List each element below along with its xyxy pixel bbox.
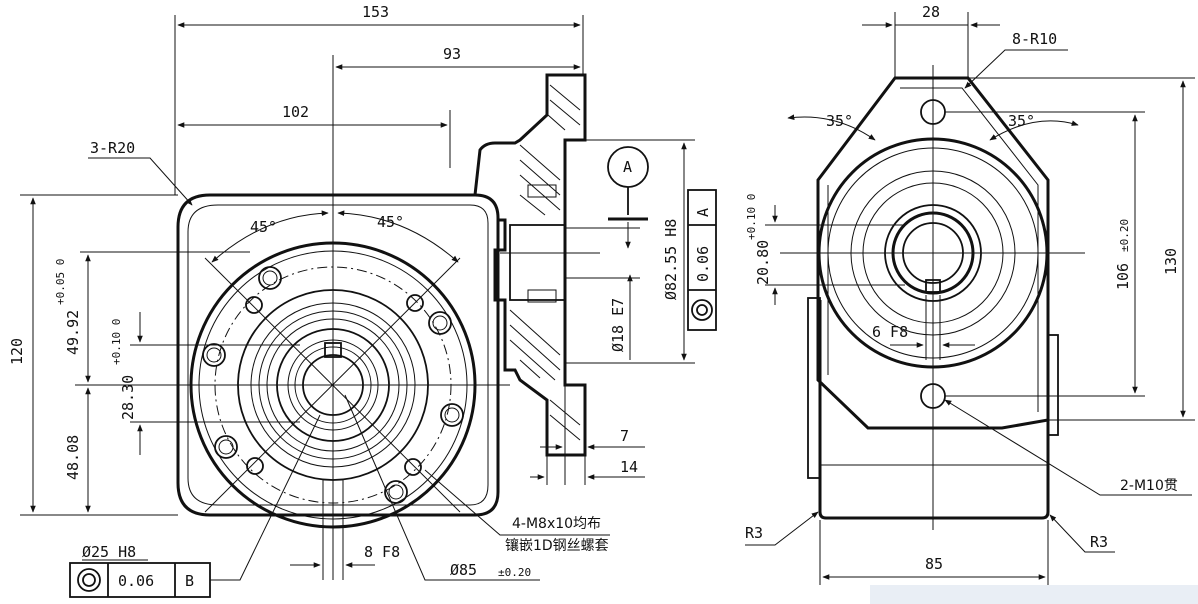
front-bolt-holes [202,266,464,504]
bolt-hole-icon [206,347,222,363]
side-base [818,300,1050,520]
dim-28: 28 [922,3,940,21]
bolt-hole-icon [432,315,448,331]
angle-35-right: 35° [1008,112,1035,130]
concentricity-icon [691,299,713,321]
bolt-hole-icon [406,294,424,312]
shaft-dim: Ø18 E7 [609,298,627,352]
bolt-hole-icon [202,343,226,367]
concentricity-icon-inner [82,573,96,587]
dim-2830-tol: +0.10 0 [110,319,123,365]
dim-102: 102 [282,103,309,121]
bolt-hole-icon [218,439,234,455]
thread-note-2: 镶嵌1D钢丝螺套 [505,537,609,554]
bolt-hole-icon [246,457,264,475]
dim-130: 130 [1162,248,1180,275]
dim-4808: 48.08 [64,435,82,480]
radius-r3-left: R3 [745,524,763,542]
section-gdt-frame: A 0.06 [687,189,717,331]
bolt-hole-icon [440,403,464,427]
angle-35-left: 35° [826,112,853,130]
section-view: A Ø82.55 H8 A 0.06 Ø18 E7 7 [450,73,717,485]
dim-4992: 49.92 [64,310,82,355]
mount-holes-label: 2-M10贯 [1120,478,1178,494]
bolt-hole-icon [388,484,404,500]
front-gdt-frame: 0.06 B [69,562,211,598]
angle-45-left: 45° [250,218,277,236]
dim-2830: 28.30 [119,375,137,420]
front-diag-2 [204,257,461,513]
dim-85: 85 [925,555,943,573]
dim-106-tol: ±0.20 [1118,219,1131,252]
bolt-hole-icon [262,270,278,286]
bolt-circle-label: Ø85 [450,561,477,579]
corner-shade [870,585,1198,604]
section-gdt-value: 0.06 [694,246,712,282]
section-outline [450,73,587,457]
dim-14: 14 [620,458,638,476]
side-view: 28 8-R10 35° 35° 20.80 +0.10 0 6 F8 106 … [745,3,1195,585]
pilot-dim: Ø82.55 H8 [662,219,680,300]
front-housing-outline [176,193,500,517]
bolt-hole-icon [214,435,238,459]
key-label: 6 F8 [872,323,908,341]
radius-r3-right: R3 [1090,533,1108,551]
dim-120: 120 [8,338,26,365]
bolt-hole-icon [404,458,422,476]
bolt-hole-icon [258,266,282,290]
dim-153: 153 [362,3,389,21]
corner-radius-label: 3-R20 [90,139,135,157]
bolt-hole-icon [428,311,452,335]
concentricity-icon-inner [696,304,708,316]
bolt-circle-tol: ±0.20 [498,566,531,579]
angle-45-right: 45° [377,213,404,231]
dim-4992-tol: +0.05 0 [54,259,67,305]
section-gdt-datum: A [694,208,712,217]
bolt-hole-icon [444,407,460,423]
holes-radius-label: 8-R10 [1012,30,1057,48]
thread-note-1: 4-M8x10均布 [512,516,601,532]
bolt-hole-icon [245,296,263,314]
section-bore [509,224,566,301]
concentricity-icon [77,568,101,592]
front-view: 153 93 102 3-R20 45° 45° 120 49.92 +0.05… [8,3,610,598]
front-gdt-datum: B [185,572,194,590]
dim-2080: 20.80 [754,240,772,285]
front-housing-inner [187,204,489,506]
dim-93: 93 [443,45,461,63]
dim-2080-tol: +0.10 0 [745,194,758,240]
datum-a-label: A [623,158,632,176]
dim-106: 106 [1114,263,1132,290]
bore-label: Ø25 H8 [82,543,136,561]
bolt-hole-icon [384,480,408,504]
dim-7: 7 [620,427,629,445]
front-gdt-value: 0.06 [118,572,154,590]
keyway-label: 8 F8 [364,543,400,561]
